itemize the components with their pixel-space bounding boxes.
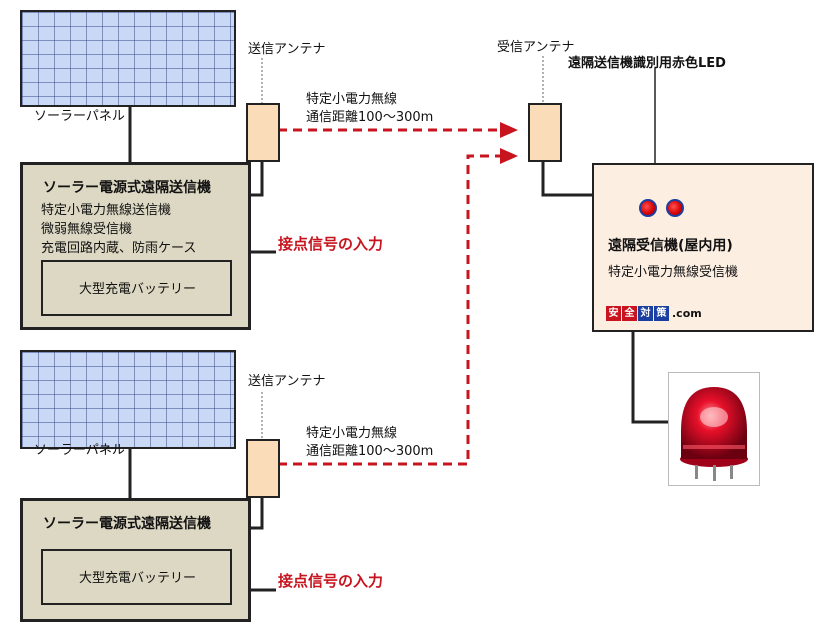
logo-char-1: 安 — [606, 306, 621, 321]
led-1-icon — [639, 199, 657, 217]
lamp-wire — [631, 330, 668, 424]
receiver-title: 遠隔受信機(屋内用) — [608, 238, 733, 254]
solar-panel-2 — [20, 350, 236, 449]
receiver-box: 遠隔受信機(屋内用) 特定小電力無線受信機 安 全 対 策 .com — [592, 163, 814, 332]
transmitter-feature-3: 充電回路内蔵、防雨ケース — [41, 241, 197, 256]
logo-char-3: 対 — [638, 306, 653, 321]
logo-char-4: 策 — [654, 306, 669, 321]
battery-1: 大型充電バッテリー — [41, 260, 232, 316]
radio-arrow-1 — [500, 122, 518, 138]
led-label: 遠隔送信機識別用赤色LED — [568, 56, 726, 71]
radio-signal-2 — [278, 154, 500, 466]
led-2-icon — [666, 199, 684, 217]
warning-lamp-icon — [680, 387, 748, 481]
brand-logo: 安 全 対 策 .com — [606, 306, 702, 321]
solar-panel-1 — [20, 10, 236, 107]
solar-panel-label-1: ソーラーパネル — [34, 109, 125, 124]
logo-suffix: .com — [672, 307, 702, 320]
receiver-antenna — [528, 103, 562, 162]
radio-spec-2-line1: 特定小電力無線 — [306, 426, 398, 441]
antenna-label-2: 送信アンテナ — [248, 374, 326, 389]
logo-char-2: 全 — [622, 306, 637, 321]
radio-spec-2-line2: 通信距離100～300m — [306, 444, 434, 459]
radio-spec-1-line2: 通信距離100～300m — [306, 110, 434, 125]
receiver-subtitle: 特定小電力無線受信機 — [608, 265, 739, 280]
contact-input-label-2: 接点信号の入力 — [278, 572, 384, 590]
transmitter-box-1: ソーラー電源式遠隔送信機 特定小電力無線送信機 微弱無線受信機 充電回路内蔵、防… — [20, 162, 251, 330]
antenna-wire-rx — [541, 160, 592, 197]
warning-lamp-frame — [668, 372, 760, 486]
antenna-1 — [246, 103, 280, 162]
receiver-antenna-label: 受信アンテナ — [497, 40, 575, 55]
radio-arrow-2 — [500, 148, 518, 164]
radio-spec-1-line1: 特定小電力無線 — [306, 92, 398, 107]
antenna-wire-1 — [248, 160, 264, 197]
transmitter-feature-1: 特定小電力無線送信機 — [41, 203, 172, 218]
contact-input-label-1: 接点信号の入力 — [278, 235, 384, 253]
battery-label-1: 大型充電バッテリー — [79, 282, 197, 297]
battery-label-2: 大型充電バッテリー — [79, 571, 197, 586]
transmitter-title-2: ソーラー電源式遠隔送信機 — [43, 516, 211, 532]
transmitter-box-2: ソーラー電源式遠隔送信機 大型充電バッテリー — [20, 498, 251, 622]
battery-2: 大型充電バッテリー — [41, 549, 232, 605]
transmitter-title-1: ソーラー電源式遠隔送信機 — [43, 180, 211, 196]
solar-panel-label-2: ソーラーパネル — [34, 443, 125, 458]
antenna-label-1: 送信アンテナ — [248, 42, 326, 57]
antenna-2 — [246, 439, 280, 498]
transmitter-feature-2: 微弱無線受信機 — [41, 222, 133, 237]
antenna-wire-2 — [248, 496, 264, 530]
